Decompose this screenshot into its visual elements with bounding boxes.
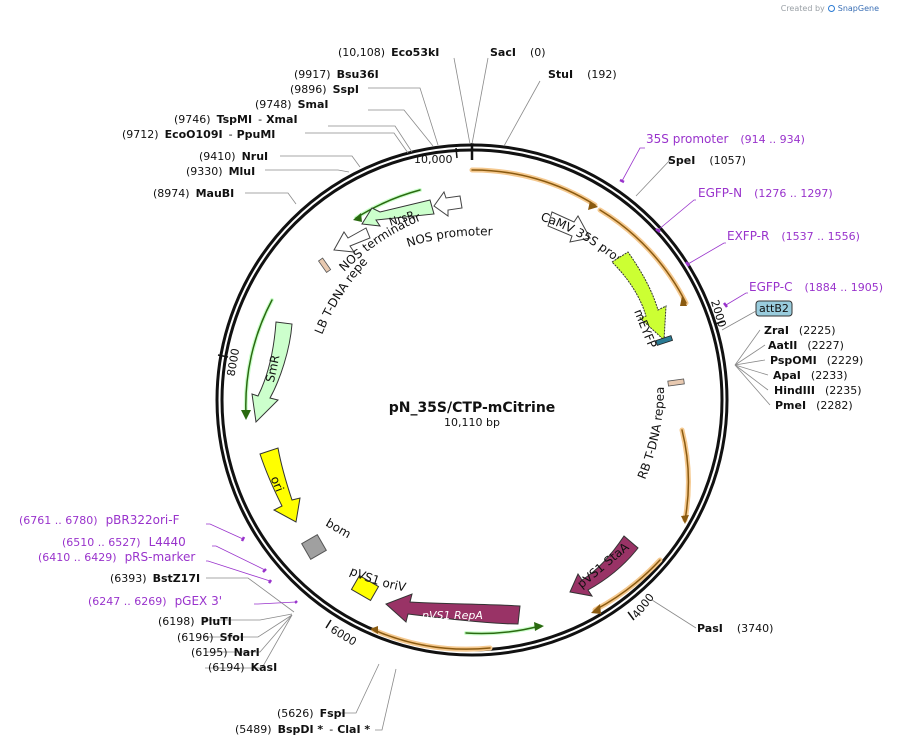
primer-labels: 35S promoter(914 .. 934) EGFP-N(1276 .. …	[19, 132, 883, 608]
snapgene-credit: Created by SnapGene	[781, 4, 879, 13]
feature-pvs1-staa[interactable]	[569, 535, 639, 597]
feature-nrsr[interactable]	[361, 199, 435, 227]
primer-leaders	[206, 147, 748, 605]
plasmid-size: 10,110 bp	[444, 416, 500, 429]
site-pluti[interactable]: (6198)PluTI	[158, 615, 232, 628]
primer-prs-marker[interactable]: (6410 .. 6429)pRS-marker	[38, 550, 195, 564]
feature-attb2-mark[interactable]	[655, 335, 674, 346]
site-sfoi[interactable]: (6196)SfoI	[177, 631, 244, 644]
site-labels-left: (10,108)Eco53kI (9917)Bsu36I (9896)SspI …	[110, 46, 439, 736]
primer-35s-promoter[interactable]: 35S promoter(914 .. 934)	[646, 132, 805, 146]
feature-label-attb2: attB2	[759, 302, 789, 315]
plasmid-name: pN_35S/CTP-mCitrine	[389, 400, 556, 416]
feature-lb-repeat-mark[interactable]	[317, 257, 332, 274]
tick-10000	[455, 147, 458, 159]
feature-attb2-box[interactable]	[755, 300, 793, 317]
primer-l4440[interactable]: (6510 .. 6527)L4440	[62, 535, 186, 549]
feature-label-pvs1-repa: pVS1 RepA	[421, 609, 483, 622]
site-ecoo109i-ppumi[interactable]: (9712)EcoO109I-PpuMI	[122, 128, 275, 141]
site-hindiii[interactable]: HindIII(2235)	[774, 384, 862, 397]
site-kasi[interactable]: (6194)KasI	[208, 661, 277, 674]
feature-label-nos-promoter: NOS promoter	[405, 224, 493, 250]
attb2-leader	[721, 310, 757, 331]
credit-brand: SnapGene	[837, 4, 879, 13]
feature-meyfp[interactable]	[611, 251, 667, 342]
primer-pbr322ori-f[interactable]: (6761 .. 6780)pBR322ori-F	[19, 513, 180, 527]
credit-prefix: Created by	[780, 4, 825, 13]
feature-rb-repeat-mark[interactable]	[667, 378, 685, 387]
feature-label-ori: ori	[268, 474, 287, 494]
tick-label-10000: 10,000	[414, 153, 453, 166]
tick-2000	[714, 320, 726, 325]
site-nari[interactable]: (6195)NarI	[191, 646, 260, 659]
site-spei[interactable]: SpeI(1057)	[668, 154, 746, 167]
site-tspmi-xmai[interactable]: (9746)TspMI-XmaI	[174, 113, 298, 126]
tick-8000	[217, 354, 229, 358]
primer-exfp-r[interactable]: EXFP-R(1537 .. 1556)	[727, 229, 860, 243]
primer-egfp-n[interactable]: EGFP-N(1276 .. 1297)	[698, 186, 833, 200]
tick-4000	[627, 611, 635, 621]
site-pasi[interactable]: PasI(3740)	[697, 622, 773, 635]
site-fspi[interactable]: (5626)FspI	[277, 707, 346, 720]
feature-camv-35s-promoter[interactable]	[547, 211, 591, 243]
feature-smr[interactable]	[251, 321, 293, 424]
site-saci[interactable]: SacI(0)	[490, 46, 546, 59]
primer-pgex-3[interactable]: (6247 .. 6269)pGEX 3'	[88, 594, 222, 608]
feature-label-pvs1-staa: pVS1 StaA	[574, 539, 632, 591]
site-labels-right: SacI(0) StuI(192) SpeI(1057) ZraI(2225) …	[490, 46, 863, 635]
site-pmei[interactable]: PmeI(2282)	[775, 399, 853, 412]
orf-arrowheads	[241, 201, 689, 634]
tick-6000	[325, 619, 332, 629]
feature-label-smr: SmR	[263, 354, 282, 384]
site-bstz17i[interactable]: (6393)BstZ17I	[110, 572, 200, 585]
site-apai[interactable]: ApaI(2233)	[773, 369, 847, 382]
feature-label-bom: bom	[323, 516, 353, 541]
tick-label-8000: 8000	[225, 347, 243, 377]
site-bspdi-clai[interactable]: (5489)BspDI *-ClaI *	[235, 723, 370, 736]
feature-pvs1-repa[interactable]	[385, 593, 521, 625]
site-stui[interactable]: StuI(192)	[548, 68, 617, 81]
site-zrai[interactable]: ZraI(2225)	[764, 324, 836, 337]
feature-nos-terminator[interactable]	[333, 227, 371, 253]
site-nrui[interactable]: (9410)NruI	[199, 150, 268, 163]
site-mlui[interactable]: (9330)MluI	[186, 165, 255, 178]
site-smai[interactable]: (9748)SmaI	[255, 98, 328, 111]
site-aatii[interactable]: AatII(2227)	[768, 339, 844, 352]
site-eco53ki[interactable]: (10,108)Eco53kI	[338, 46, 439, 59]
feature-ori[interactable]	[259, 447, 301, 523]
site-pspomi[interactable]: PspOMI(2229)	[770, 354, 863, 367]
feature-nos-promoter[interactable]	[433, 190, 463, 217]
feature-bom[interactable]	[301, 534, 327, 560]
site-sspi[interactable]: (9896)SspI	[290, 83, 359, 96]
site-maubi[interactable]: (8974)MauBI	[153, 187, 234, 200]
site-leaders	[204, 57, 771, 731]
site-bsu36i[interactable]: (9917)Bsu36I	[294, 68, 379, 81]
snapgene-logo-icon	[827, 5, 835, 12]
primer-egfp-c[interactable]: EGFP-C(1884 .. 1905)	[749, 280, 883, 294]
feature-pvs1-oriv[interactable]	[350, 574, 380, 602]
